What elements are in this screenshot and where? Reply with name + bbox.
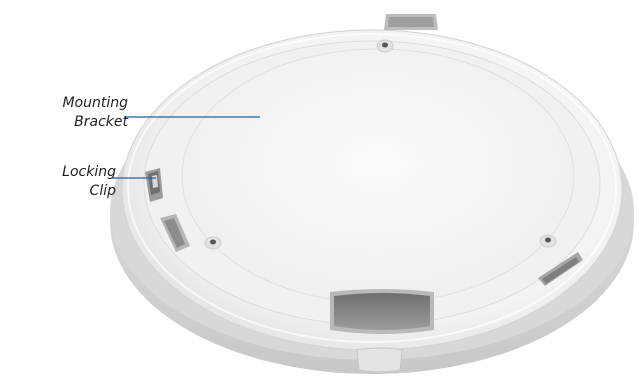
mounting-bracket-label-line2: Bracket xyxy=(74,113,128,131)
screw-hole-left xyxy=(205,237,221,249)
locking-clip-label-line1: Locking xyxy=(62,163,116,181)
mounting-bracket-label-line1: Mounting xyxy=(62,94,128,112)
bottom-cutout xyxy=(330,289,434,334)
bottom-tab xyxy=(357,348,402,372)
bracket-inner-face xyxy=(182,49,574,303)
locking-clip-label-line2: Clip xyxy=(90,182,116,200)
screw-hole-right xyxy=(540,235,556,247)
screw-hole-top xyxy=(377,40,393,52)
top-notch xyxy=(384,14,438,30)
